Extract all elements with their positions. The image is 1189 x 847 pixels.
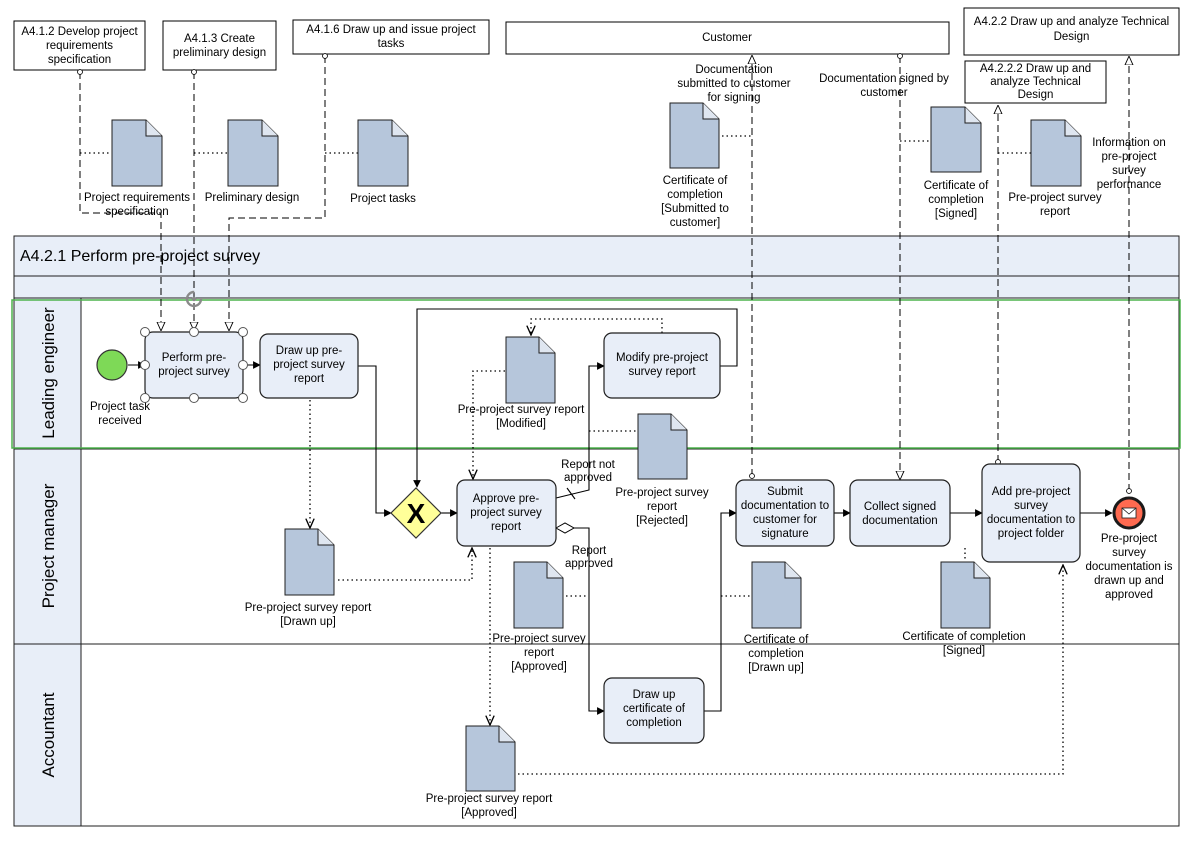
message-flow-project-tasks[interactable] <box>229 56 325 330</box>
lane-accountant <box>13 643 1180 827</box>
selection-handles[interactable] <box>140 327 248 403</box>
lane-title-leading-engineer: Leading engineer <box>39 307 58 439</box>
data-object-report-top[interactable] <box>1030 119 1082 187</box>
pool-title: A4.2.1 Perform pre-project survey <box>20 248 260 265</box>
doc-label-prelim: Preliminary design <box>205 192 300 204</box>
doc-label-report-modified: Pre-project survey report[Modified] <box>458 404 585 430</box>
data-object-cert-submitted[interactable] <box>669 102 720 169</box>
assoc-approved-to-add <box>518 565 1063 775</box>
lane-accountant-header <box>13 643 82 827</box>
flow-report-approved[interactable] <box>574 527 605 715</box>
start-event[interactable] <box>96 349 128 381</box>
flow-modify-to-gateway[interactable] <box>413 308 738 488</box>
sequence-flows <box>128 308 1113 715</box>
message-flow-requirements[interactable] <box>80 72 161 330</box>
data-associations <box>80 135 1063 775</box>
doc-label-proj-tasks: Project tasks <box>350 193 416 205</box>
data-object-report-rejected[interactable] <box>637 413 688 480</box>
lane-project-manager-header <box>13 448 82 645</box>
data-object-cert-signed-top[interactable] <box>930 106 982 173</box>
external-customer[interactable]: Customer <box>505 21 950 55</box>
data-object-cert-signed-pm[interactable] <box>940 561 991 629</box>
data-object-prelim[interactable] <box>227 119 279 187</box>
rotate-handle-icon[interactable] <box>185 290 203 308</box>
flow-certificate-to-submit[interactable] <box>704 509 737 712</box>
gateway-x-icon: X <box>407 498 426 529</box>
data-object-report-modified[interactable] <box>505 336 556 404</box>
flow-drawup-to-gateway[interactable] <box>358 365 392 517</box>
message-flows <box>80 56 1129 491</box>
data-object-proj-tasks[interactable] <box>357 119 409 187</box>
data-object-report-approved-acc[interactable] <box>465 725 516 792</box>
lane-title-accountant: Accountant <box>39 692 58 777</box>
end-event[interactable] <box>1112 496 1146 530</box>
svg-text:Customer: Customer <box>702 32 752 44</box>
envelope-icon <box>1121 507 1137 519</box>
task-perform-survey[interactable]: Perform pre-project survey <box>144 331 244 399</box>
data-object-req-spec[interactable] <box>111 119 163 187</box>
svg-text:A4.2.2 Draw up and analyze Tec: A4.2.2 Draw up and analyze TechnicalDesi… <box>974 16 1169 43</box>
doc-label-cert-signed-pm: Certificate of completion[Signed] <box>902 631 1025 657</box>
assoc-modified-to-approve <box>473 370 505 479</box>
data-object-report-approved-pm[interactable] <box>513 561 564 629</box>
doc-label-report-approved-acc: Pre-project survey report[Approved] <box>426 793 553 819</box>
exclusive-gateway[interactable]: X <box>390 487 442 539</box>
doc-label-report-drawn: Pre-project survey report[Drawn up] <box>245 602 372 628</box>
svg-text:Perform pre-project survey: Perform pre-project survey <box>158 352 230 378</box>
lane-selection-outline[interactable] <box>11 299 1181 449</box>
data-object-cert-drawn[interactable] <box>751 561 802 629</box>
default-flow-slash <box>566 487 576 500</box>
lane-title-project-manager: Project manager <box>39 483 58 608</box>
conditional-flow-diamond <box>554 522 576 534</box>
pool-header <box>13 235 1180 277</box>
flow-report-not-approved[interactable] <box>555 362 605 499</box>
assoc-modify-output <box>531 318 663 335</box>
data-object-report-drawn[interactable] <box>284 528 335 596</box>
